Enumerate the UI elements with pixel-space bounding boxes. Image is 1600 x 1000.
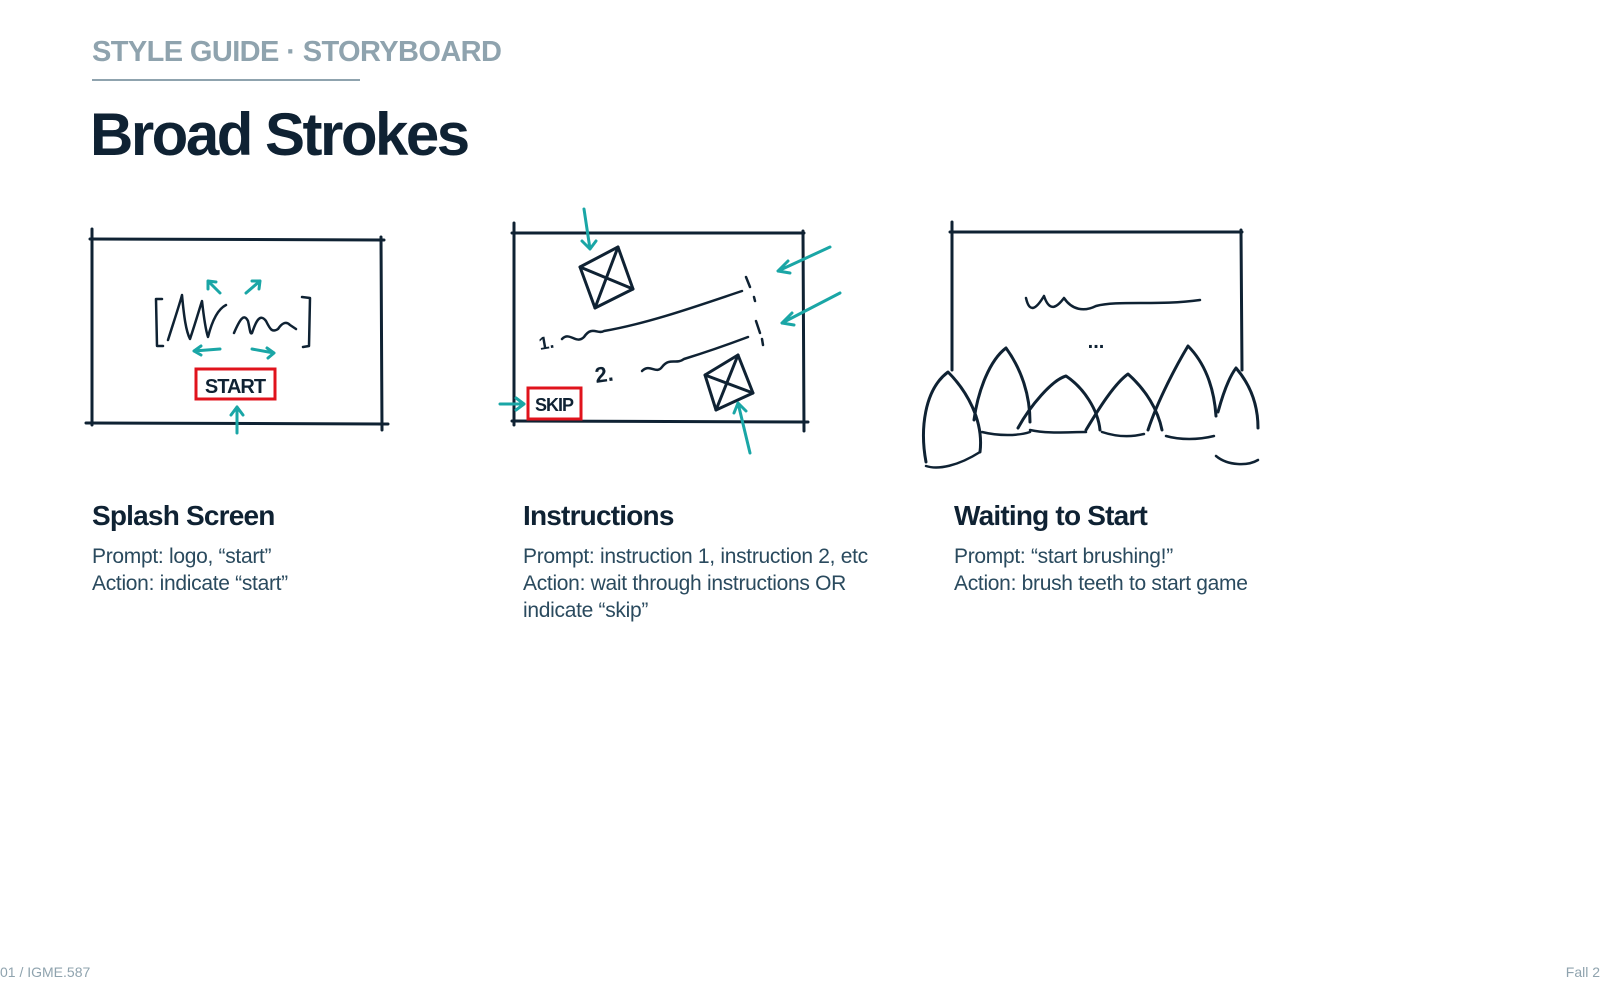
panel-action: Action: wait through instructions OR ind…	[523, 572, 847, 622]
instruction-step-2: 2.	[593, 361, 615, 388]
logo-emphasis-arrows	[192, 279, 276, 360]
logo-scribble-icon	[154, 293, 312, 349]
instruction-step-1: 1.	[537, 332, 555, 354]
eyebrow-divider	[92, 79, 360, 81]
teeth-icon	[922, 344, 1260, 469]
start-button[interactable]: START	[194, 367, 277, 401]
waiting-to-start-sketch: ...	[922, 220, 1260, 469]
screen-frame	[948, 220, 1244, 372]
footer-course-code: 01 / IGME.587	[0, 964, 91, 980]
panel-title-waiting-to-start: Waiting to Start	[954, 500, 1148, 531]
panel-prompt: Prompt: “start brushing!”	[954, 545, 1173, 568]
panel-action: Action: indicate “start”	[92, 572, 288, 595]
instruction-arrows	[580, 207, 842, 455]
start-button-label: START	[205, 376, 266, 398]
image-placeholder-icon	[578, 245, 635, 310]
waiting-ellipsis: ...	[1088, 331, 1105, 353]
skip-button-label: SKIP	[535, 395, 574, 415]
footer-term: Fall 2	[1565, 964, 1600, 980]
start-pointer-arrow-icon	[229, 405, 245, 435]
panel-prompt: Prompt: logo, “start”	[92, 545, 272, 568]
splash-screen-sketch: START	[84, 227, 390, 435]
panel-title-instructions: Instructions	[523, 500, 674, 531]
panel-prompt: Prompt: instruction 1, instruction 2, et…	[523, 545, 868, 568]
prompt-scribble-icon	[1024, 294, 1202, 311]
skip-pointer-arrow-icon	[498, 396, 526, 412]
panel-description-waiting-to-start: Prompt: “start brushing!” Action: brush …	[954, 543, 1314, 597]
panel-description-instructions: Prompt: instruction 1, instruction 2, et…	[523, 543, 873, 624]
page-title: Broad Strokes	[90, 101, 470, 168]
panel-action: Action: brush teeth to start game	[954, 572, 1248, 595]
image-placeholder-icon	[703, 353, 755, 412]
instructions-sketch: 1. 2. SKIP	[498, 207, 842, 455]
panel-title-splash-screen: Splash Screen	[92, 500, 275, 531]
panel-description-splash-screen: Prompt: logo, “start” Action: indicate “…	[92, 543, 432, 597]
skip-button[interactable]: SKIP	[526, 386, 583, 421]
section-eyebrow: STYLE GUIDE · STORYBOARD	[92, 36, 502, 68]
screen-frame	[510, 221, 810, 433]
